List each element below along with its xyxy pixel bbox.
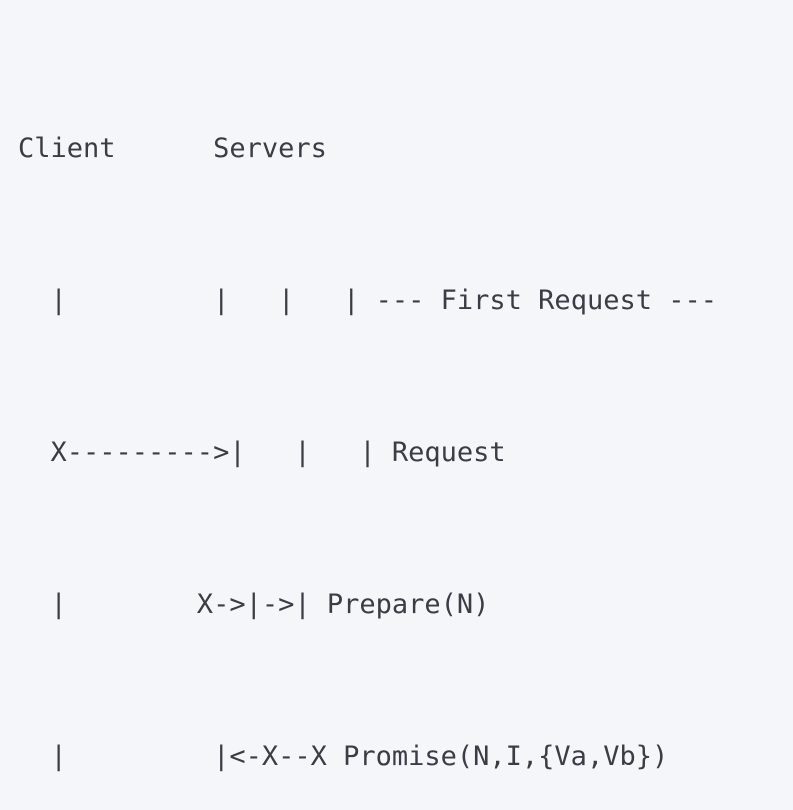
message-label-prepare: Prepare(N) — [326, 589, 490, 620]
arrow-art-promise: | |<-X--X — [18, 741, 344, 772]
diagram-row-promise: | |<-X--X Promise(N,I,{Va,Vb}) — [18, 738, 717, 776]
ascii-sequence-diagram: Client Servers | | | | --- First Request… — [18, 133, 717, 772]
message-label-request: Request — [391, 437, 506, 468]
diagram-row-request: X--------->| | | Request — [18, 434, 717, 472]
arrow-art-prepare: | X->|->| — [18, 589, 327, 620]
header-participants-line: Client Servers — [18, 133, 327, 164]
section-divider-label: --- First Request --- — [375, 285, 717, 316]
diagram-row-section-divider: | | | | --- First Request --- — [18, 282, 718, 320]
arrow-art-request: X--------->| | | — [18, 437, 392, 468]
message-label-promise: Promise(N,I,{Va,Vb}) — [343, 741, 669, 772]
lifelines-art: | | | | — [18, 285, 376, 316]
diagram-row-prepare: | X->|->| Prepare(N) — [18, 586, 717, 624]
header-row: Client Servers — [18, 130, 717, 168]
ascii-art-block: Client Servers | | | | --- First Request… — [18, 16, 717, 810]
